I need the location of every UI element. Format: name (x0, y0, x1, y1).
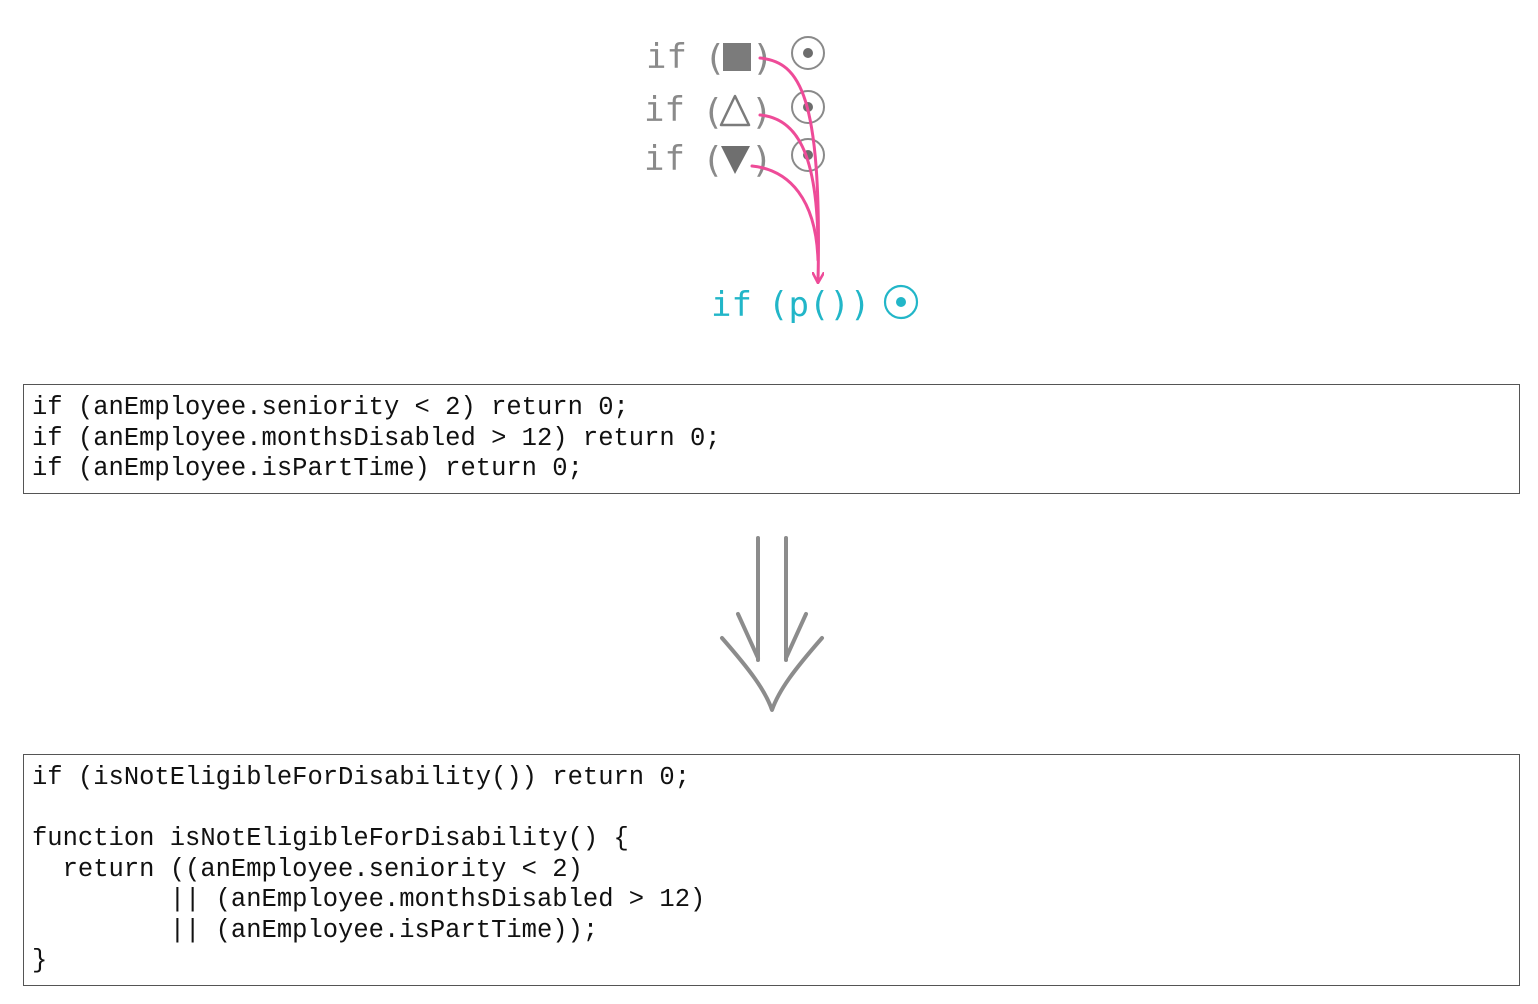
after-code-block: if (isNotEligibleForDisability()) return… (23, 754, 1520, 986)
condition-3-open-paren: ( (702, 140, 724, 181)
merge-arrow-icon (750, 56, 818, 282)
double-down-arrow-icon (720, 536, 824, 712)
target-circle-icon (791, 36, 825, 70)
outline-triangle-icon (719, 94, 751, 127)
condition-3-close-paren: ) (751, 140, 773, 181)
code-line: if (anEmployee.seniority < 2) return 0; (32, 393, 629, 422)
consolidate-conditional-diagram: if ( ) if ( ) if ( ) i (644, 36, 919, 325)
code-line: if (anEmployee.isPartTime) return 0; (32, 454, 583, 483)
target-circle-icon (883, 284, 919, 320)
filled-square-icon (723, 43, 751, 71)
condition-row-3: if ( ) (644, 138, 825, 181)
code-line (32, 794, 1519, 825)
condition-2-keyword: if (644, 90, 685, 130)
condition-row-2: if ( ) (644, 90, 825, 133)
filled-down-triangle-icon (721, 146, 750, 174)
code-line: function isNotEligibleForDisability() { (32, 824, 629, 853)
consolidated-condition: if (p()) (711, 284, 919, 325)
condition-1-keyword: if (646, 37, 687, 77)
condition-row-1: if ( ) (646, 36, 825, 79)
consolidated-expression: (p()) (768, 285, 870, 325)
code-line: return ((anEmployee.seniority < 2) (32, 854, 583, 884)
condition-1-open-paren: ( (704, 38, 726, 79)
before-code-block: if (anEmployee.seniority < 2) return 0; … (23, 384, 1520, 494)
condition-2-open-paren: ( (702, 92, 724, 133)
code-line: if (anEmployee.monthsDisabled > 12) retu… (32, 423, 721, 453)
code-line: || (anEmployee.isPartTime)); (32, 915, 599, 945)
condition-2-close-paren: ) (751, 92, 773, 133)
condition-3-keyword: if (644, 139, 685, 179)
code-line: } (32, 946, 48, 975)
code-line: if (isNotEligibleForDisability()) return… (32, 763, 691, 792)
code-line: || (anEmployee.monthsDisabled > 12) (32, 885, 706, 914)
consolidated-keyword: if (711, 285, 752, 325)
